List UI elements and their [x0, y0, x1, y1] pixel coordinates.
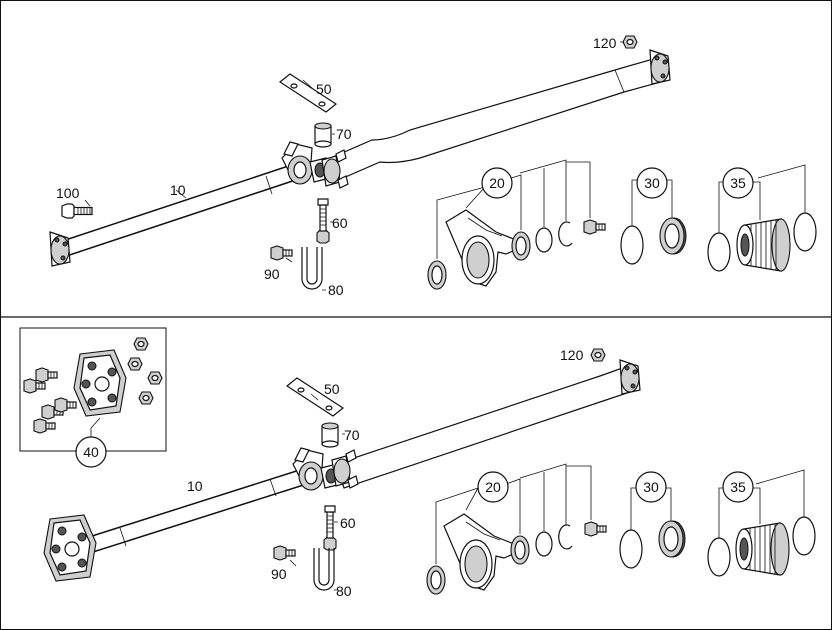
bottom-label-70: 70: [344, 427, 360, 443]
bottom-callout-20: 20: [477, 471, 509, 503]
top-callout-35: 35: [722, 167, 754, 199]
group-20-parts: [427, 159, 606, 290]
top-callout-35-label: 35: [730, 175, 746, 191]
top-callout-30-label: 30: [644, 175, 660, 191]
bottom-callout-20-label: 20: [485, 479, 501, 495]
top-label-100: 100: [56, 185, 80, 201]
top-callout-20-label: 20: [489, 175, 505, 191]
top-label-80: 80: [328, 282, 344, 298]
bottom-callout-30: 30: [635, 471, 667, 503]
bottom-label-120: 120: [560, 347, 584, 363]
bottom-callout-35: 35: [722, 471, 754, 503]
top-callout-20: 20: [481, 167, 513, 199]
propeller-shaft-rear: [325, 56, 669, 183]
bottom-propeller-shaft-front: [71, 469, 309, 557]
top-label-90: 90: [264, 266, 280, 282]
top-callout-30: 30: [636, 167, 668, 199]
bottom-label-80: 80: [336, 583, 352, 599]
bottom-callout-40: 40: [75, 436, 107, 468]
top-label-10: 10: [170, 182, 186, 198]
top-label-50: 50: [316, 81, 332, 97]
bottom-label-50: 50: [324, 381, 340, 397]
top-label-70: 70: [336, 126, 352, 142]
bottom-label-90: 90: [271, 566, 287, 582]
top-label-120: 120: [593, 35, 617, 51]
bottom-callout-35-label: 35: [730, 479, 746, 495]
bottom-panel: 40: [19, 327, 816, 599]
bottom-callout-40-label: 40: [83, 444, 99, 460]
bottom-label-10: 10: [187, 478, 203, 494]
bottom-label-60: 60: [340, 515, 356, 531]
top-label-60: 60: [332, 215, 348, 231]
bottom-callout-30-label: 30: [643, 479, 659, 495]
top-panel: 20 30 35 120 50 70 100 10 60 90 80: [49, 35, 817, 298]
propeller-shaft-front: [57, 164, 301, 257]
bottom-group-20-parts: [426, 463, 607, 595]
